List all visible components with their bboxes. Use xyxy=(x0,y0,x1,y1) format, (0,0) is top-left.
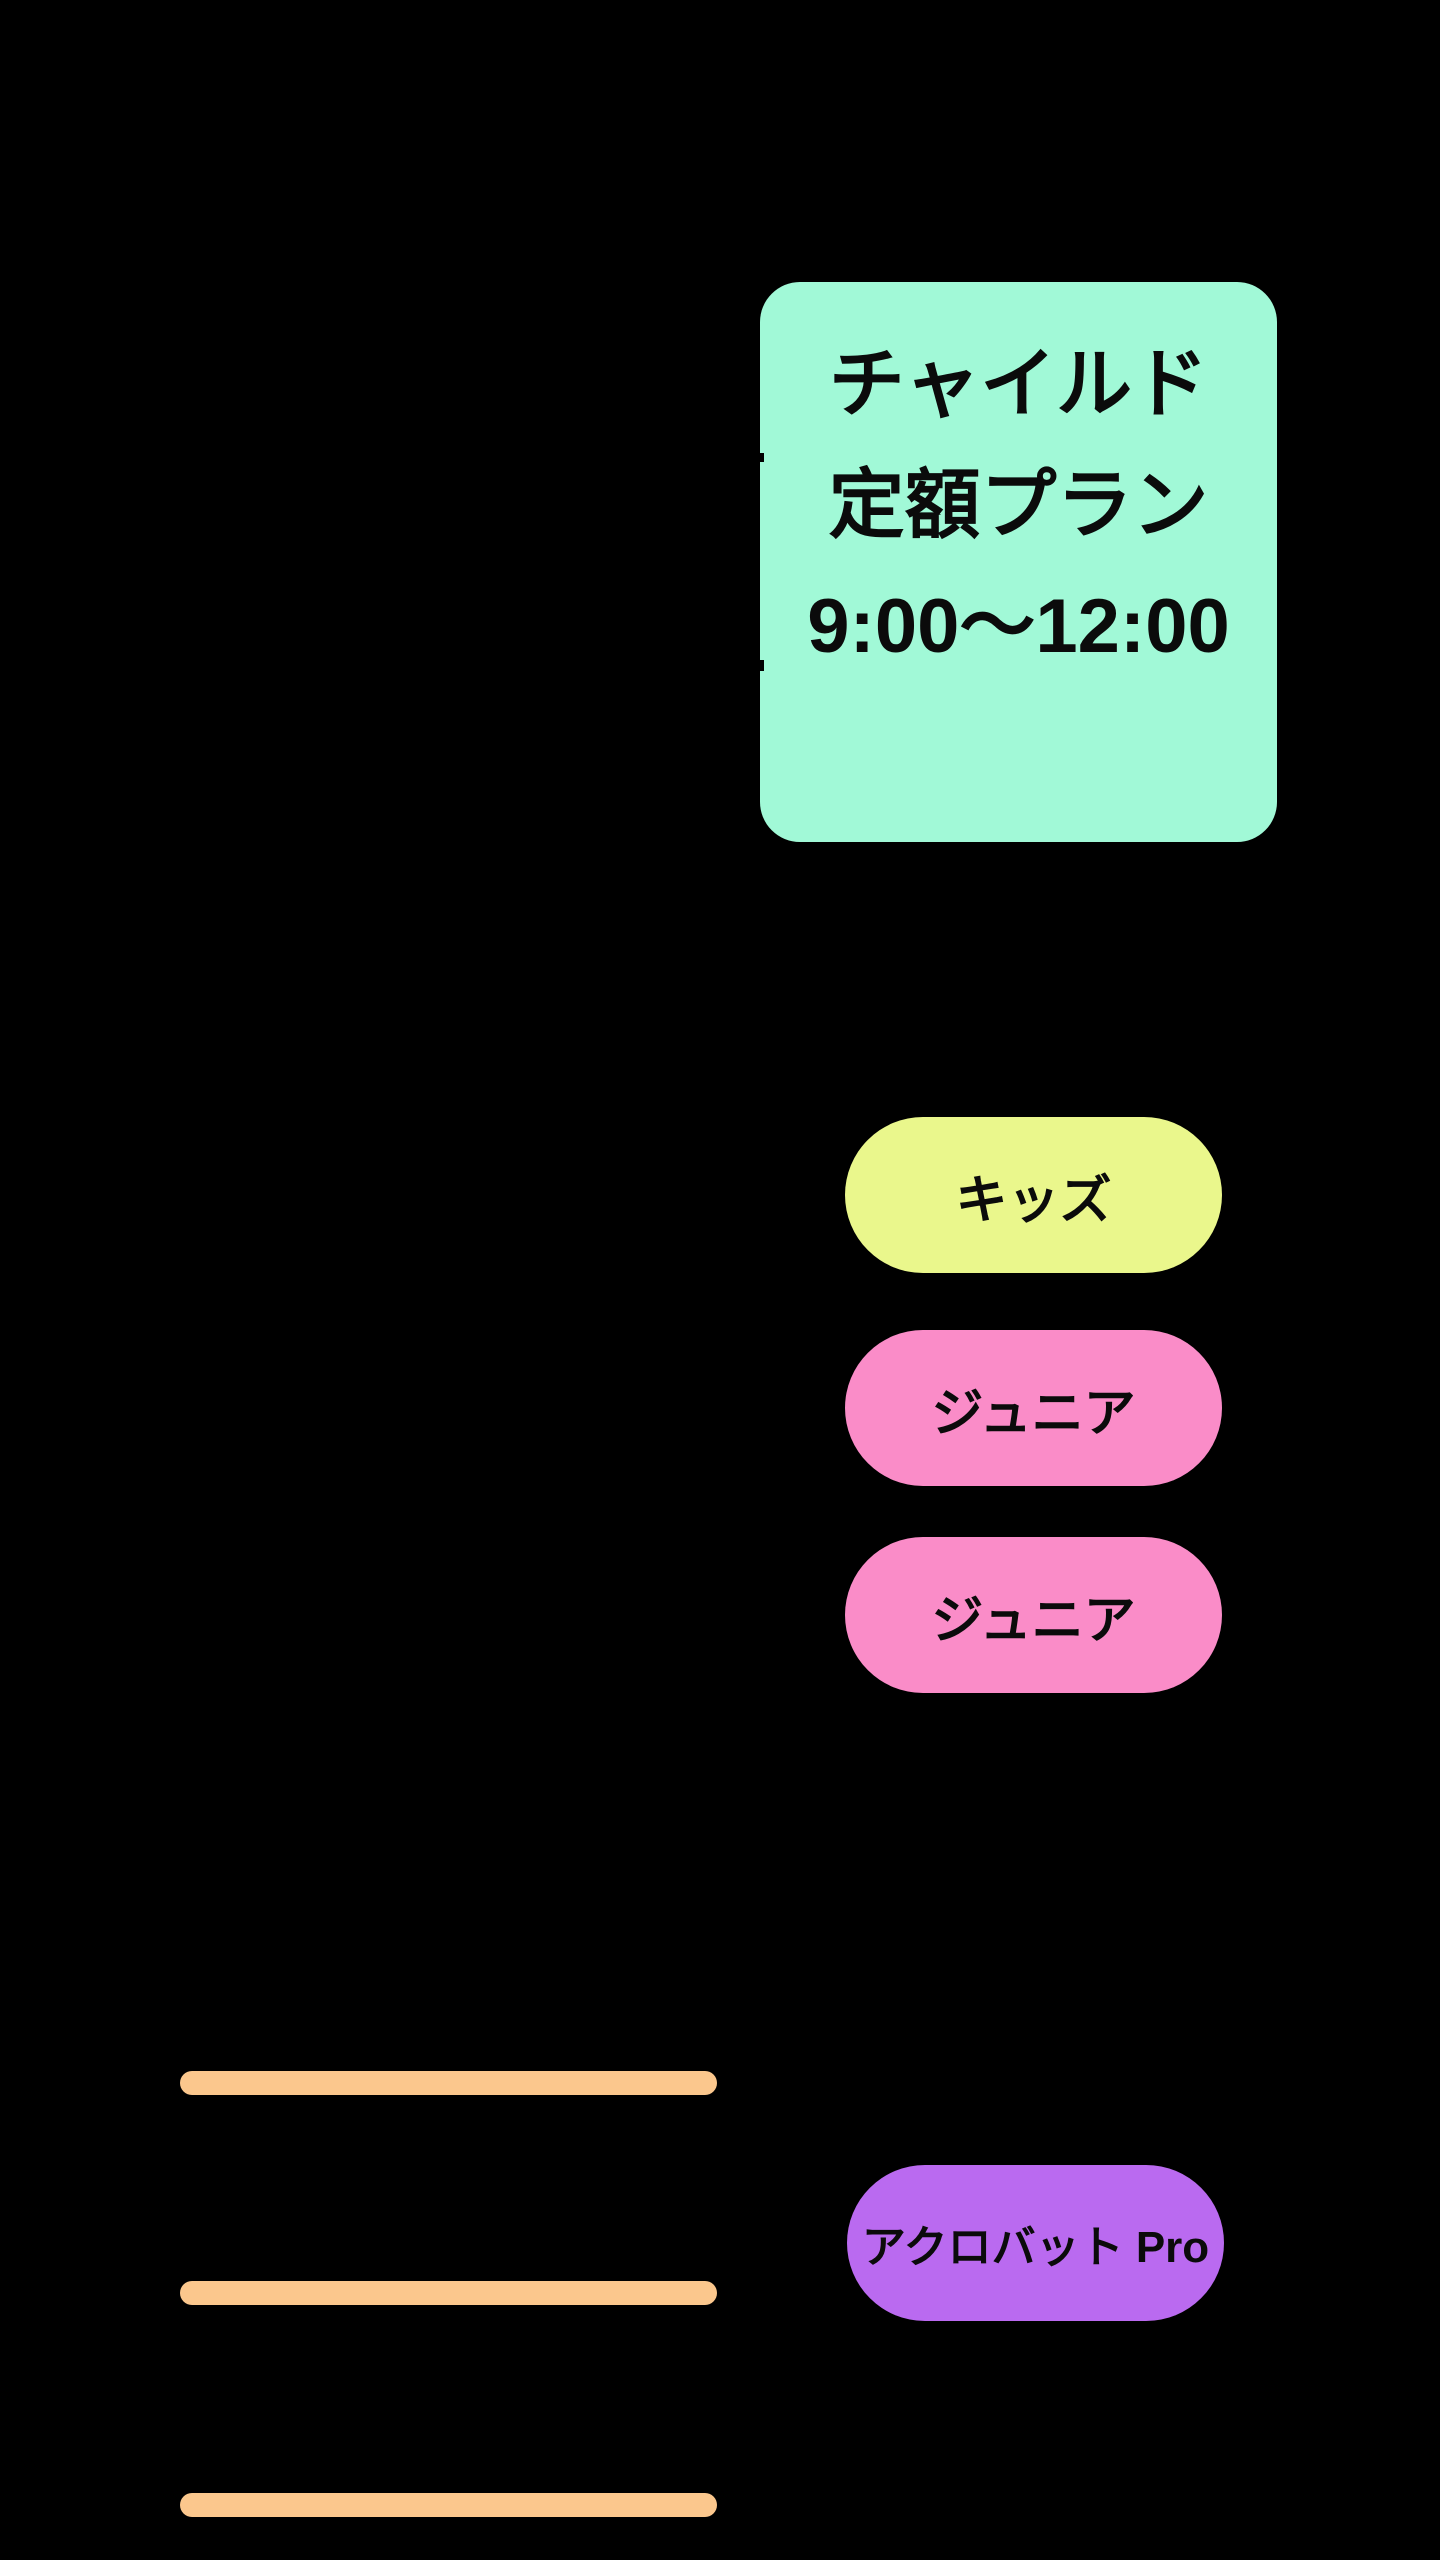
grid-line-artifact xyxy=(751,453,764,462)
lesson-pill-junior-2: ジュニア xyxy=(845,1537,1222,1693)
lesson-pill-kids: キッズ xyxy=(845,1117,1222,1273)
lesson-pill-label: アクロバット Pro xyxy=(861,2223,1210,2272)
lesson-pill-acrobat-pro: アクロバット Pro xyxy=(847,2165,1224,2321)
plan-card-title-line2: 定額プラン xyxy=(828,463,1209,548)
plan-card-time-range: 9:00〜12:00 xyxy=(807,584,1230,669)
lesson-pill-junior-1: ジュニア xyxy=(845,1330,1222,1486)
grid-line-artifact xyxy=(751,660,764,671)
lesson-pill-label: ジュニア xyxy=(931,1591,1136,1650)
row-divider-line-3 xyxy=(180,2493,717,2517)
lesson-pill-label: ジュニア xyxy=(931,1384,1136,1443)
plan-card-title-line1: チャイルド xyxy=(828,342,1209,427)
row-divider-line-1 xyxy=(180,2071,717,2095)
row-divider-line-2 xyxy=(180,2281,717,2305)
lesson-pill-label: キッズ xyxy=(955,1171,1112,1230)
plan-card-child-flat-rate: チャイルド 定額プラン 9:00〜12:00 xyxy=(760,282,1277,842)
